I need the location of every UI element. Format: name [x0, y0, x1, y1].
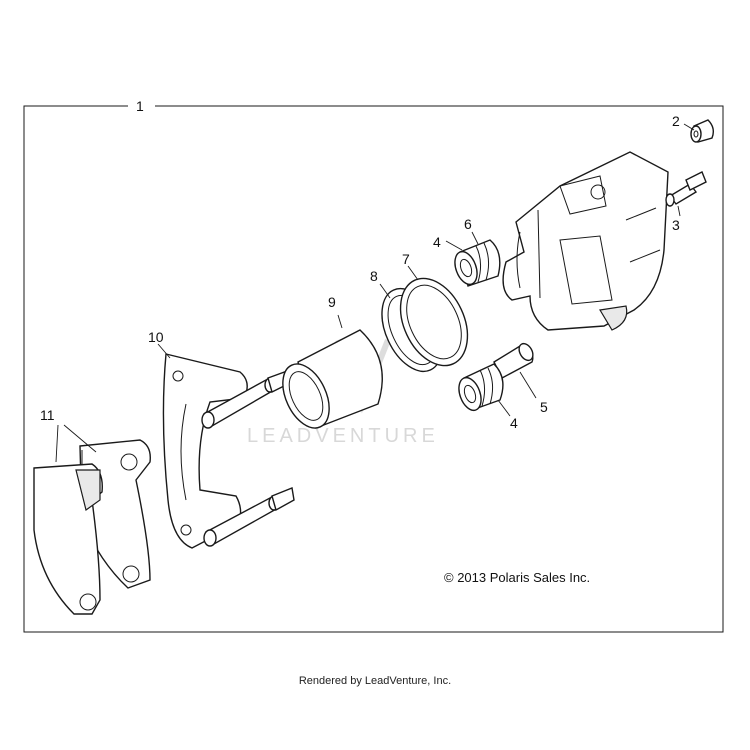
- callout-1: 1: [136, 98, 144, 114]
- leader-5: [519, 371, 537, 399]
- bracket-pin-upper: [201, 369, 293, 429]
- brake-pad-front: [33, 463, 103, 615]
- callout-3: 3: [672, 217, 680, 233]
- callout-4-lower: 4: [510, 415, 518, 431]
- leader-2: [683, 123, 695, 131]
- leader-11: [55, 424, 97, 463]
- slide-pin: [493, 342, 534, 379]
- assembly-frame: [23, 105, 724, 633]
- leader-8: [379, 283, 391, 299]
- callout-7: 7: [402, 251, 410, 267]
- dust-seal: [399, 277, 469, 367]
- leader-4a: [445, 240, 463, 251]
- callout-6: 6: [464, 216, 472, 232]
- callout-8: 8: [370, 268, 378, 284]
- callout-10: 10: [148, 329, 164, 345]
- bracket-pin-lower: [203, 487, 295, 547]
- leader-10: [157, 343, 171, 359]
- copyright-notice: © 2013 Polaris Sales Inc.: [444, 570, 590, 585]
- slide-boot-lower: [458, 363, 504, 412]
- leader-4b: [497, 399, 511, 417]
- leader-7: [407, 265, 419, 281]
- slide-boot-upper: [454, 239, 501, 287]
- callout-9: 9: [328, 294, 336, 310]
- callout-2: 2: [672, 113, 680, 129]
- caliper-piston: [282, 329, 383, 429]
- callout-11: 11: [40, 407, 55, 423]
- callout-5: 5: [540, 399, 548, 415]
- leader-6: [471, 231, 479, 245]
- bleeder-valve: [665, 171, 707, 207]
- footer-credit: Rendered by LeadVenture, Inc.: [298, 675, 452, 687]
- caliper-housing: [502, 151, 669, 331]
- svg-text:LEADVENTURE: LEADVENTURE: [247, 425, 439, 447]
- bleeder-cap: [690, 119, 715, 143]
- leader-3: [677, 205, 681, 217]
- callout-4-upper: 4: [433, 234, 441, 250]
- leader-9: [337, 314, 343, 329]
